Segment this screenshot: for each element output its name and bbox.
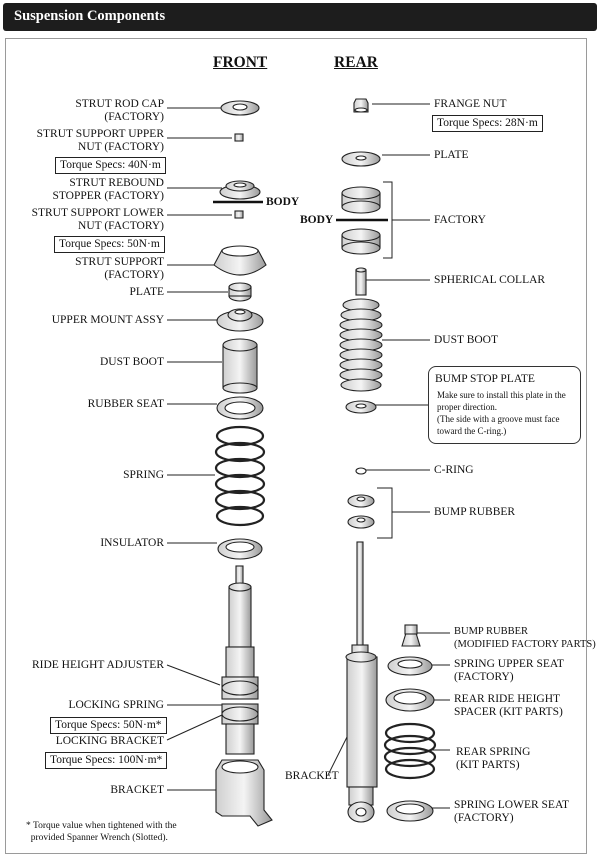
section-header: Suspension Components xyxy=(3,3,597,31)
label-ride-height-adjuster: RIDE HEIGHT ADJUSTER xyxy=(31,659,164,671)
torque-spec-28: Torque Specs: 28N·m xyxy=(432,115,543,132)
label-c-ring: C-RING xyxy=(434,464,474,476)
bump-stop-plate-note: BUMP STOP PLATE Make sure to install thi… xyxy=(428,366,581,444)
label-locking-bracket: LOCKING BRACKET xyxy=(55,735,164,747)
label-rubber-seat: RUBBER SEAT xyxy=(87,398,164,410)
label-strut-support: STRUT SUPPORT (FACTORY) xyxy=(75,256,164,281)
label-dust-boot-rear: DUST BOOT xyxy=(434,334,499,346)
label-frange-nut: FRANGE NUT xyxy=(434,98,507,110)
label-bump-rubber: BUMP RUBBER xyxy=(434,506,516,518)
label-strut-rod-cap: STRUT ROD CAP (FACTORY) xyxy=(75,98,164,123)
label-plate-rear: PLATE xyxy=(434,149,469,161)
footnote: * Torque value when tightened with the p… xyxy=(26,821,177,843)
label-spring-lower-seat: SPRING LOWER SEAT (FACTORY) xyxy=(454,799,570,824)
label-strut-support-lower-nut: STRUT SUPPORT LOWER NUT (FACTORY) xyxy=(31,207,164,232)
label-spring-front: SPRING xyxy=(123,469,164,481)
label-bump-rubber-modified: BUMP RUBBER (MODIFIED FACTORY PARTS) xyxy=(454,626,596,650)
diagram-panel xyxy=(5,38,587,854)
label-body-rear: BODY xyxy=(300,214,334,226)
label-rear-ride-height-spacer: REAR RIDE HEIGHT SPACER (KIT PARTS) xyxy=(454,693,563,718)
rear-heading: REAR xyxy=(334,54,378,71)
label-plate-front: PLATE xyxy=(129,286,165,298)
bump-stop-plate-instructions: Make sure to install this plate in the p… xyxy=(437,390,566,436)
label-bracket-rear: BRACKET xyxy=(285,770,339,782)
label-insulator: INSULATOR xyxy=(100,537,164,549)
label-dust-boot-front: DUST BOOT xyxy=(99,356,164,368)
label-bracket-front: BRACKET xyxy=(110,784,164,796)
section-title: Suspension Components xyxy=(14,8,166,24)
label-rear-spring: REAR SPRING (KIT PARTS) xyxy=(456,746,531,771)
label-upper-mount-assy: UPPER MOUNT ASSY xyxy=(51,314,164,326)
front-heading: FRONT xyxy=(213,54,268,71)
label-locking-spring: LOCKING SPRING xyxy=(68,699,164,711)
label-bump-stop-plate: BUMP STOP PLATE xyxy=(435,373,535,385)
label-factory: FACTORY xyxy=(434,214,486,226)
torque-spec-50-star: Torque Specs: 50N·m* xyxy=(50,717,167,734)
torque-spec-50: Torque Specs: 50N·m xyxy=(54,236,165,253)
label-spherical-collar: SPHERICAL COLLAR xyxy=(434,274,546,286)
label-strut-support-upper-nut: STRUT SUPPORT UPPER NUT (FACTORY) xyxy=(36,128,164,153)
label-strut-rebound-stopper: STRUT REBOUND STOPPER (FACTORY) xyxy=(52,177,164,202)
torque-spec-100-star: Torque Specs: 100N·m* xyxy=(45,752,168,769)
label-body-front: BODY xyxy=(266,196,300,208)
label-spring-upper-seat: SPRING UPPER SEAT (FACTORY) xyxy=(454,658,564,683)
torque-spec-40: Torque Specs: 40N·m xyxy=(55,157,166,174)
